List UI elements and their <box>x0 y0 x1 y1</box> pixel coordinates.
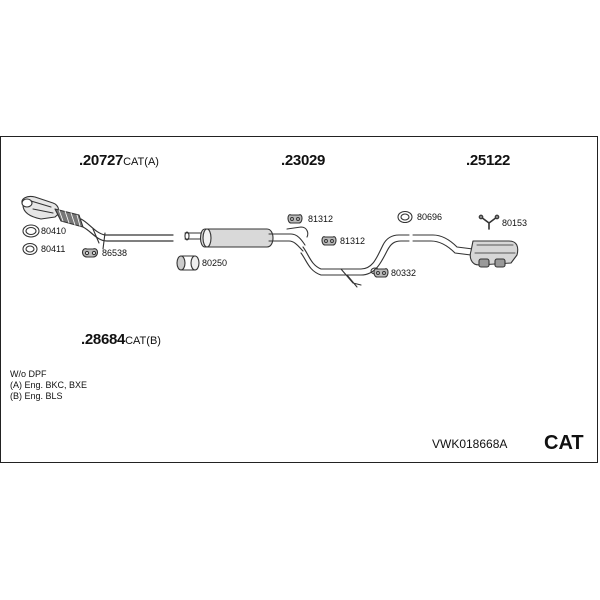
gasket-80410-drawing <box>22 224 40 238</box>
hanger-86538-drawing <box>81 248 99 258</box>
catalytic-converter-drawing <box>21 195 174 250</box>
part-80696: 80696 <box>417 212 443 222</box>
clamp-80250-drawing <box>176 255 200 271</box>
hanger-81312a-drawing <box>287 214 303 224</box>
part-80411: 80411 <box>41 244 66 254</box>
note-line: (B) Eng. BLS <box>10 391 63 401</box>
gasket-80411-drawing <box>22 242 38 256</box>
diagram-frame: .20727CAT(A) .23029 .25122 .28684CAT (B) … <box>0 136 598 463</box>
note-line: W/o DPF <box>10 369 47 379</box>
part-number: .28684 <box>81 331 126 348</box>
rear-muffler-drawing <box>412 234 519 268</box>
hanger-81312b-drawing <box>321 236 337 246</box>
category-label: CAT <box>544 432 584 454</box>
exhaust-drawing <box>21 195 519 288</box>
part-80250: 80250 <box>202 258 228 268</box>
part-86538: 86538 <box>102 248 128 258</box>
front-muffler-drawing <box>184 228 306 252</box>
part-label-28684: .28684CAT(B) <box>81 332 161 347</box>
part-80332: 80332 <box>391 268 417 278</box>
note-line: (A) Eng. BKC, BXE <box>10 380 88 390</box>
part-number: .25122 <box>466 152 511 169</box>
part-suffix: CAT(A) <box>123 156 159 168</box>
middle-pipe-drawing <box>286 226 410 288</box>
reference-code: VWK018668A <box>432 437 508 451</box>
part-suffix: CAT(B) <box>125 335 161 347</box>
hanger-80332-drawing <box>373 268 389 278</box>
part-label-25122: .25122 <box>466 153 510 168</box>
part-label-20727: .20727CAT(A) <box>79 153 159 168</box>
part-80153: 80153 <box>502 218 528 228</box>
part-80410: 80410 <box>41 226 67 236</box>
part-label-23029: .23029 <box>281 153 325 168</box>
notes: W/o DPF (A) Eng. BKC, BXE (B) Eng. BLS <box>10 369 87 402</box>
gasket-80696-drawing <box>397 210 413 224</box>
part-81312-a: 81312 <box>308 214 334 224</box>
part-number: .23029 <box>281 152 326 169</box>
bracket-80153-drawing <box>478 214 500 230</box>
part-number: .20727 <box>79 152 124 169</box>
part-81312-b: 81312 <box>340 236 366 246</box>
